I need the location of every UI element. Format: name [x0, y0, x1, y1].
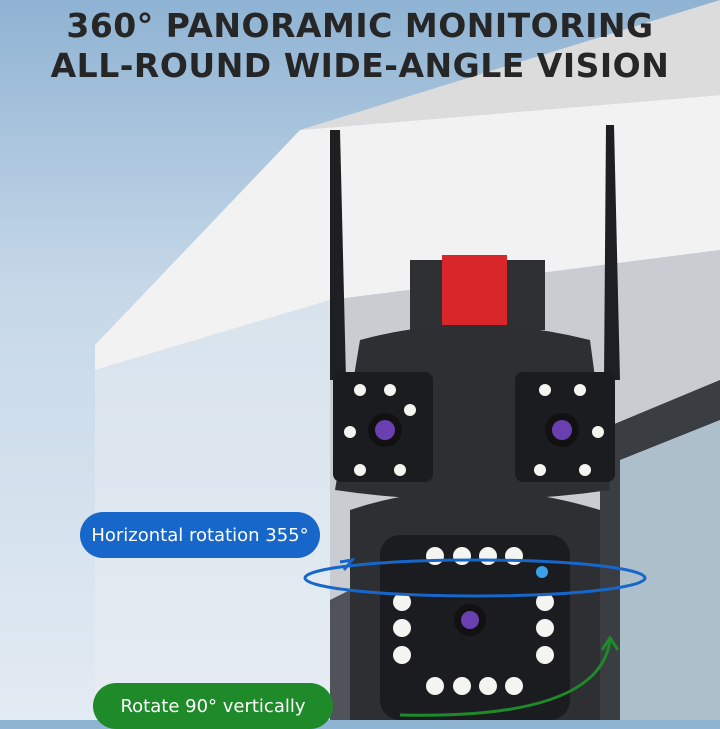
headline-line-2: ALL-ROUND WIDE-ANGLE VISION — [50, 46, 670, 85]
mount-clip — [442, 255, 507, 325]
horizontal-rotation-badge: Horizontal rotation 355° — [80, 512, 320, 558]
antenna-right — [604, 125, 620, 380]
antenna-left — [330, 130, 346, 380]
headline-line-1: 360° PANORAMIC MONITORING — [66, 6, 654, 45]
security-camera — [330, 125, 620, 720]
vertical-rotation-badge: Rotate 90° vertically — [93, 683, 333, 729]
vertical-rotation-arrow-icon — [399, 635, 620, 717]
horizontal-rotation-arrow-icon — [303, 557, 647, 598]
led-lights — [344, 384, 604, 695]
